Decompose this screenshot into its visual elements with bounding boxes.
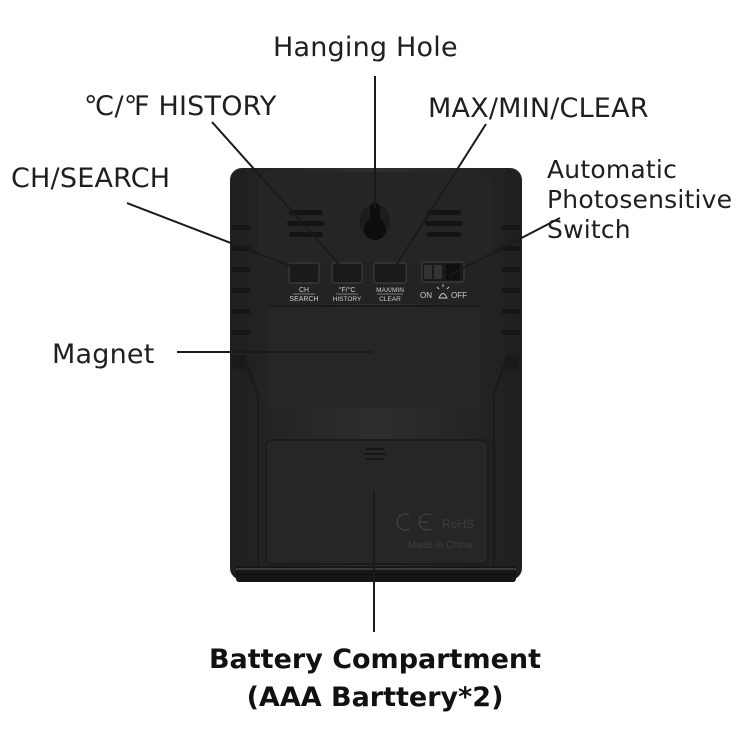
history-label: HISTORY bbox=[333, 296, 362, 303]
ch-search-leader bbox=[126, 202, 302, 271]
hanging-hole-label: Hanging Hole bbox=[273, 32, 458, 63]
right-speaker-slots bbox=[425, 210, 463, 237]
battery-cover-grip bbox=[364, 448, 386, 460]
right-grip-ridges bbox=[502, 225, 520, 335]
rohs-text: RoHS bbox=[442, 517, 474, 531]
fc-label: °F/°C bbox=[339, 286, 356, 294]
bulb-icon bbox=[436, 284, 450, 299]
switch-off-label: OFF bbox=[451, 291, 467, 300]
leader-lines bbox=[126, 76, 561, 632]
ce-mark bbox=[396, 513, 432, 531]
battery-callout-line2: (AAA Barttery*2) bbox=[246, 682, 504, 713]
history-callout-label: ℃/℉ HISTORY bbox=[84, 91, 277, 122]
left-grip-ridges bbox=[232, 225, 250, 335]
battery-callout-line1: Battery Compartment bbox=[208, 644, 542, 675]
history-leader bbox=[211, 121, 347, 273]
left-speaker-slots bbox=[287, 210, 325, 237]
made-in-china-text: Made in China bbox=[408, 540, 473, 551]
auto-switch-line3: Switch bbox=[547, 215, 631, 244]
max-min-label: MAX/MIN bbox=[376, 287, 404, 294]
clear-label: CLEAR bbox=[379, 296, 401, 303]
ch-label: CH bbox=[299, 287, 309, 294]
max-min-clear-callout-label: MAX/MIN/CLEAR bbox=[428, 93, 649, 124]
auto-switch-leader bbox=[449, 217, 561, 276]
hanging-hole bbox=[360, 203, 390, 240]
ch-search-callout-label: CH/SEARCH bbox=[11, 163, 171, 194]
magnet-callout-label: Magnet bbox=[52, 339, 155, 370]
ch-search-button[interactable] bbox=[288, 262, 320, 284]
photosensitive-switch[interactable] bbox=[421, 261, 465, 283]
search-label: SEARCH bbox=[289, 296, 318, 303]
switch-on-label: ON bbox=[420, 291, 432, 300]
max-min-clear-leader bbox=[391, 123, 487, 273]
max-min-clear-button[interactable] bbox=[373, 262, 407, 284]
magnet-plate bbox=[270, 306, 480, 408]
battery-cover bbox=[265, 439, 489, 565]
fc-history-button[interactable] bbox=[331, 262, 363, 284]
auto-switch-line2: Photosensitive bbox=[547, 185, 733, 214]
auto-switch-line1: Automatic bbox=[547, 155, 678, 184]
